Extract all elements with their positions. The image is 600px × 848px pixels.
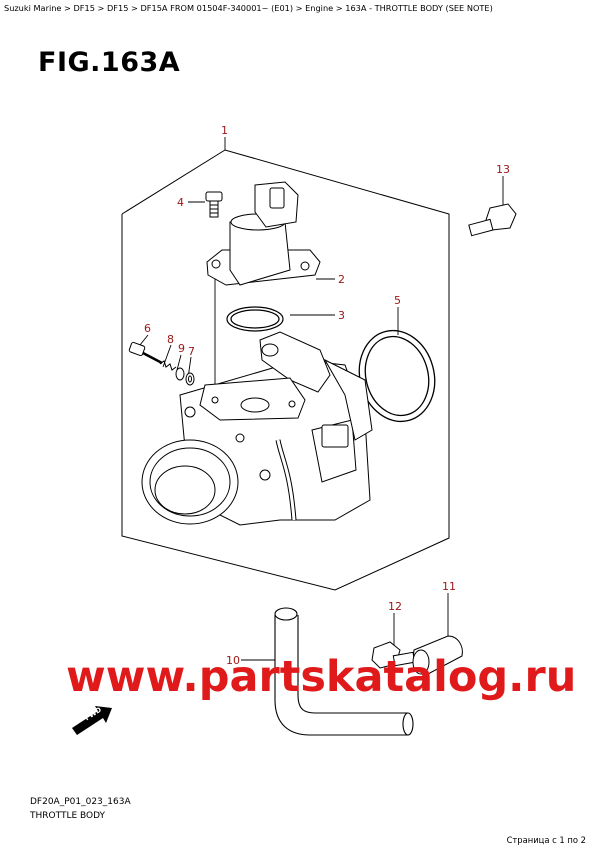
o-ring-3 <box>226 306 284 332</box>
diagram-caption: THROTTLE BODY <box>30 811 106 821</box>
breadcrumb[interactable]: Suzuki Marine > DF15 > DF15 > DF15A FROM… <box>4 3 493 13</box>
callout-1: 1 <box>221 124 228 137</box>
callout-9: 9 <box>178 342 185 355</box>
throttle-body <box>141 331 373 526</box>
callout-3: 3 <box>338 309 345 322</box>
nut-9 <box>175 367 185 381</box>
watermark: www.partskatalog.ru <box>66 652 577 702</box>
clamp-11 <box>412 635 463 675</box>
callout-13: 13 <box>496 163 510 176</box>
figure-title: FIG.163A <box>38 47 181 78</box>
callout-6: 6 <box>144 322 151 335</box>
callout-7: 7 <box>188 345 195 358</box>
callout-2: 2 <box>338 273 345 286</box>
fwd-arrow-icon <box>72 706 112 735</box>
callout-5: 5 <box>394 294 401 307</box>
callout-12: 12 <box>388 600 402 613</box>
page-indicator: Страница с 1 по 2 <box>506 835 586 845</box>
callout-4: 4 <box>177 196 184 209</box>
callout-8: 8 <box>167 333 174 346</box>
washer-7 <box>185 372 195 386</box>
screw-6 <box>128 341 163 365</box>
diagram-code: DF20A_P01_023_163A <box>30 797 131 807</box>
throttle-sensor-2 <box>206 181 321 286</box>
bolt-13 <box>468 203 517 237</box>
bolt-4 <box>205 191 223 218</box>
hose-10 <box>274 607 414 736</box>
callout-10: 10 <box>226 654 240 667</box>
spring-8 <box>159 360 177 371</box>
callout-11: 11 <box>442 580 456 593</box>
